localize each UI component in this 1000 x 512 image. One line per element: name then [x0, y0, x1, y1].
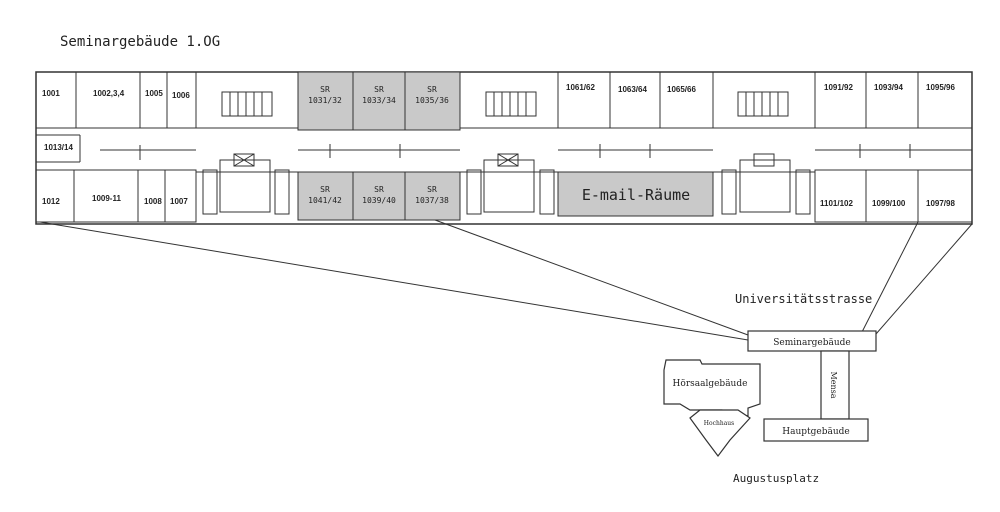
email-rooms-area[interactable]: [557, 171, 714, 217]
sr-1031-prefix: SR: [320, 85, 330, 94]
seminargebaeude-label: Seminargebäude: [773, 338, 850, 348]
sr-1041-prefix: SR: [320, 185, 330, 194]
room-1005: 1005: [145, 89, 163, 98]
room-1095: 1095/96: [926, 83, 955, 92]
sr-1033-prefix: SR: [374, 85, 384, 94]
sr-1039-prefix: SR: [374, 185, 384, 194]
seminargebaeude-building[interactable]: [747, 330, 877, 352]
room-1001: 1001: [42, 89, 60, 98]
room-1012: 1012: [42, 197, 60, 206]
room-1065: 1065/66: [667, 85, 696, 94]
sr-1041-number: 1041/42: [308, 196, 342, 205]
hochhaus-building[interactable]: [689, 409, 751, 457]
seminar-labels: SR 1031/32 SR 1033/34 SR 1035/36 SR 1041…: [308, 85, 449, 205]
room-1099: 1099/100: [872, 199, 906, 208]
seminar-room-1037[interactable]: [404, 171, 461, 221]
left-wing-walls: [35, 71, 197, 223]
middle-walls: [196, 71, 815, 173]
stairs: [202, 91, 811, 215]
mensa-label: Mensa: [829, 372, 838, 399]
room-1063: 1063/64: [618, 85, 647, 94]
sr-1031-number: 1031/32: [308, 96, 342, 105]
room-1002: 1002,3,4: [93, 89, 125, 98]
room-labels-bottom: 1012 1009-11 1008 1007 1101/102 1099/100…: [42, 194, 955, 208]
email-rooms-label: E-mail-Räume: [582, 186, 690, 204]
right-wing-walls: [814, 71, 973, 223]
room-1007: 1007: [170, 197, 188, 206]
room-1091: 1091/92: [824, 83, 853, 92]
room-1013: 1013/14: [44, 143, 73, 152]
sr-1033-number: 1033/34: [362, 96, 396, 105]
seminar-room-1031[interactable]: [297, 71, 354, 131]
room-1101: 1101/102: [820, 199, 853, 208]
seminar-rooms-top: [297, 71, 461, 131]
site-map: Universitätsstrasse Seminargebäude Mensa…: [663, 292, 877, 485]
room-1097: 1097/98: [926, 199, 955, 208]
sr-1037-number: 1037/38: [415, 196, 449, 205]
room-1061: 1061/62: [566, 83, 595, 92]
hauptgebaeude-label: Hauptgebäude: [782, 427, 850, 437]
street-universitaetsstrasse: Universitätsstrasse: [735, 292, 872, 306]
building-outline: [35, 71, 973, 225]
hoersaalgebaeude-building[interactable]: [663, 359, 761, 417]
hochhaus-label: Hochhaus: [704, 420, 734, 427]
hoersaalgebaeude-label: Hörsaalgebäude: [673, 379, 748, 389]
hauptgebaeude-building[interactable]: [763, 418, 869, 442]
sr-1035-number: 1035/36: [415, 96, 449, 105]
seminar-rooms-bottom: [297, 171, 461, 221]
room-labels-top: 1001 1002,3,4 1005 1006 1061/62 1063/64 …: [42, 83, 955, 100]
room-1006: 1006: [172, 91, 190, 100]
room-1093: 1093/94: [874, 83, 903, 92]
street-augustusplatz: Augustusplatz: [733, 472, 819, 485]
sr-1037-prefix: SR: [427, 185, 437, 194]
sr-1035-prefix: SR: [427, 85, 437, 94]
seminar-room-1035[interactable]: [404, 71, 461, 131]
seminar-room-1041[interactable]: [297, 171, 354, 221]
seminar-room-1039[interactable]: [352, 171, 406, 221]
mensa-building[interactable]: [820, 350, 850, 420]
room-1008: 1008: [144, 197, 162, 206]
sr-1039-number: 1039/40: [362, 196, 396, 205]
room-1009: 1009-11: [92, 194, 121, 203]
connector-lines: [39, 219, 973, 341]
page-title: Seminargebäude 1.OG: [60, 34, 221, 50]
seminar-room-1033[interactable]: [352, 71, 406, 131]
